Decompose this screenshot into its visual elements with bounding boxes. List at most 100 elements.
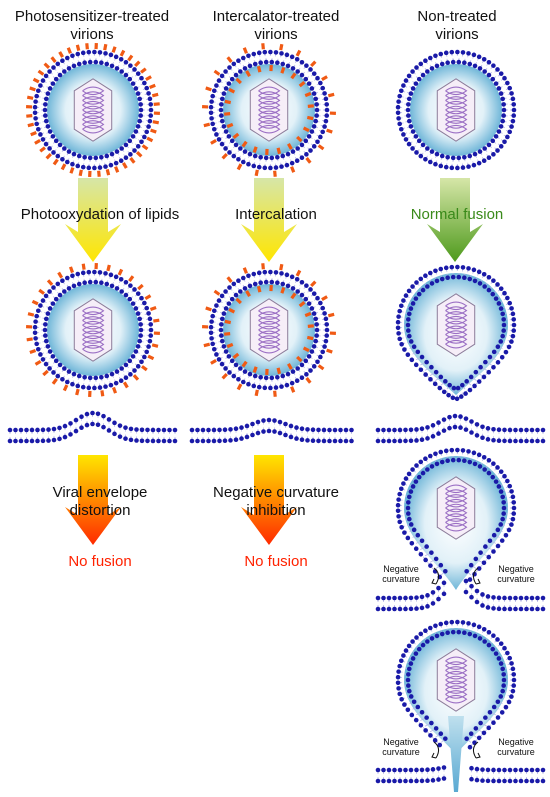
lipid-bead [463, 578, 469, 584]
lipid-bead [463, 416, 469, 421]
lipid-bead [433, 556, 439, 562]
lipid-bead [57, 362, 63, 368]
lipid-bead [418, 551, 424, 557]
lipid-bead [60, 156, 65, 162]
lipid-bead [413, 651, 419, 656]
photosensitizer-tag [210, 358, 217, 365]
lipid-bead [123, 362, 129, 368]
lipid-bead [510, 516, 516, 522]
lipid-bead [262, 269, 268, 275]
arrow-photooxydation [65, 178, 121, 262]
lipid-bead [64, 159, 70, 165]
lipid-bead [482, 284, 487, 289]
lipid-bead [509, 489, 514, 494]
photosensitizer-tag [29, 348, 37, 355]
photosensitizer-tag [141, 365, 148, 372]
lipid-bead [92, 49, 97, 55]
lipid-bead [117, 423, 123, 428]
photosensitizer-tag [151, 92, 159, 98]
lipid-bead [535, 438, 540, 444]
lipid-bead [427, 625, 433, 631]
lipid-bead [114, 286, 120, 291]
lipid-bead [208, 110, 214, 116]
lipid-bead [294, 425, 299, 430]
lipid-bead [381, 606, 386, 612]
photosensitizer-tag [226, 276, 233, 283]
lipid-bead [445, 275, 450, 281]
lipid-bead [172, 438, 178, 444]
lipid-bead [413, 479, 419, 484]
lipid-bead [502, 778, 507, 784]
photosensitizer-tag [228, 307, 236, 314]
photosensitizer-tag [261, 263, 265, 270]
lipid-bead [289, 274, 295, 280]
photosensitizer-tag [273, 170, 277, 177]
photosensitizer-tag [111, 46, 117, 53]
lipid-bead [219, 322, 224, 327]
lipid-bead [206, 438, 211, 444]
lipid-bead [266, 417, 272, 423]
lipid-bead [135, 144, 141, 149]
step-label-photooxydation: Photooxydation of lipids [20, 206, 180, 223]
lipid-bead [45, 311, 51, 316]
lipid-bead [498, 144, 504, 149]
lipid-bead [40, 298, 46, 303]
lipid-bead [482, 467, 487, 472]
lipid-bead [498, 91, 504, 96]
lipid-bead [138, 107, 144, 113]
lipid-bead [308, 368, 313, 373]
lipid-bead [502, 139, 507, 145]
lipid-bead [251, 271, 257, 277]
lipid-bead [66, 369, 72, 374]
arrow-normal-fusion [427, 178, 483, 262]
lipid-bead [247, 283, 253, 289]
lipid-bead [491, 532, 497, 538]
lipid-bead [467, 744, 473, 750]
lipid-bead [506, 344, 512, 350]
photosensitizer-tag [27, 122, 35, 128]
lipid-bead [239, 425, 244, 430]
lipid-bead [500, 688, 505, 694]
lipid-bead [211, 88, 217, 94]
lipid-bead [502, 438, 507, 444]
lipid-bead [460, 448, 466, 453]
lipid-bead [502, 606, 507, 612]
photosensitizer-tag [298, 81, 306, 88]
photosensitizer-tag [132, 374, 140, 381]
lipid-bead [439, 61, 445, 67]
lipid-bead [509, 306, 514, 311]
lipid-bead [47, 289, 52, 294]
lipid-bead [481, 374, 487, 380]
lipid-bead [386, 595, 392, 601]
lipid-bead [144, 349, 150, 355]
lipid-bead [142, 134, 147, 140]
lipid-bead [481, 158, 487, 163]
lipid-bead [284, 382, 290, 388]
lipid-bead [214, 83, 219, 88]
lipid-bead [280, 153, 286, 159]
photosensitizer-tag [279, 43, 284, 51]
lipid-bead [507, 767, 513, 773]
photosensitizer-tag [254, 169, 259, 177]
lipid-bead [101, 413, 106, 419]
lipid-bead [499, 538, 505, 543]
photosensitizer-tag [256, 65, 262, 73]
lipid-bead [474, 422, 480, 427]
lipid-bead [112, 420, 117, 426]
lipid-bead [406, 311, 412, 317]
photosensitizer-tag [68, 266, 75, 274]
lipid-bead [443, 164, 449, 170]
lipid-bead [495, 344, 501, 350]
lipid-bead [490, 76, 496, 82]
lipid-bead [408, 438, 414, 444]
lipid-bead [210, 341, 215, 347]
lipid-bead [467, 61, 473, 67]
lipid-bead [208, 104, 214, 110]
lipid-bead [405, 677, 411, 683]
lipid-bead [405, 322, 411, 328]
lipid-bead [303, 358, 309, 364]
photosensitizer-tag [37, 69, 45, 76]
lipid-bead [443, 50, 449, 56]
lipid-bead [406, 96, 412, 102]
lipid-bead [513, 595, 518, 601]
